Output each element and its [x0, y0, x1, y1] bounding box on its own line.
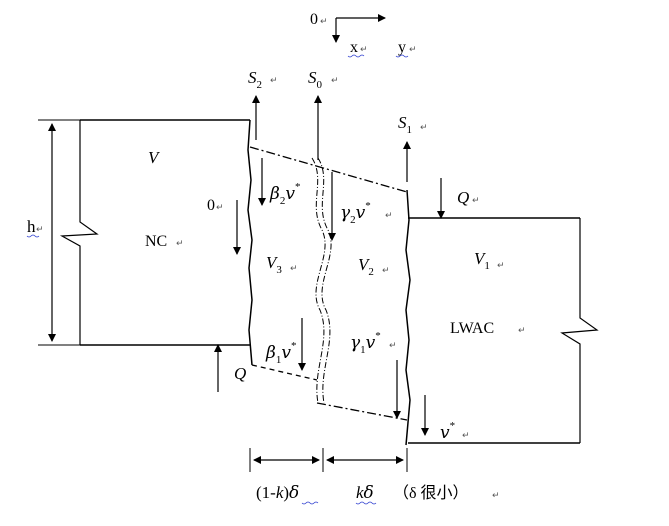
svg-text:↵: ↵	[270, 76, 278, 86]
right-shear-label: V1	[474, 249, 490, 272]
svg-text:↵: ↵	[497, 261, 505, 271]
gamma1-v-label: γ1v*	[350, 330, 381, 356]
width-dimensions: (1-k)δ kδ （δ 很小） ↵	[249, 448, 500, 505]
vstar-bottom-label: v*	[440, 420, 455, 443]
s1-label: S1	[398, 113, 412, 136]
svg-text:↵: ↵	[385, 211, 393, 221]
coordinate-axes: 0 ↵ x ↵ y ↵	[310, 11, 417, 58]
delta-small-note: （δ 很小）	[393, 484, 469, 502]
nc-rough-interface	[247, 119, 253, 366]
lwac-rough-interface	[405, 189, 411, 446]
beta1-v-label: β1v*	[265, 340, 296, 366]
q-left-label: Q	[234, 364, 246, 383]
dim-right-label: kδ	[356, 483, 374, 503]
v2-label: V2	[358, 255, 374, 278]
svg-text:↵: ↵	[409, 45, 417, 55]
v3-label: V3	[266, 253, 282, 276]
svg-text:↵: ↵	[462, 431, 470, 441]
svg-text:↵: ↵	[320, 17, 328, 27]
right-lwac-block: V1 ↵ LWAC ↵ Q ↵ v* ↵	[405, 178, 599, 446]
svg-text:↵: ↵	[518, 326, 526, 336]
dim-left-label: (1-k)δ	[256, 483, 299, 503]
lwac-material-label: LWAC	[450, 320, 494, 337]
svg-text:↵: ↵	[389, 341, 397, 351]
beta2-v-label: β2v*	[269, 181, 300, 207]
svg-text:↵: ↵	[360, 45, 368, 55]
svg-text:↵: ↵	[216, 203, 224, 213]
svg-text:↵: ↵	[492, 491, 500, 501]
svg-text:↵: ↵	[382, 266, 390, 276]
left-zero-label: 0	[207, 197, 215, 214]
svg-text:↵: ↵	[36, 225, 44, 235]
shear-plane-left	[311, 157, 326, 404]
left-nc-block: V NC ↵ 0 ↵	[59, 119, 253, 366]
q-right-label: Q	[457, 188, 469, 207]
svg-text:↵: ↵	[472, 196, 480, 206]
top-boundary-dashdot	[249, 146, 408, 193]
svg-text:↵: ↵	[331, 76, 339, 86]
svg-text:↵: ↵	[290, 264, 298, 274]
origin-label: 0	[310, 11, 318, 28]
interface-region: V3 ↵ V2 ↵ β2v* γ2v* ↵ β1v* γ1v* ↵ Q	[214, 146, 408, 421]
bottom-right-dashdot	[316, 402, 408, 421]
svg-text:↵: ↵	[176, 239, 184, 249]
shear-forces: S2 ↵ S0 ↵ S1 ↵	[248, 68, 428, 182]
shear-plane-right	[317, 157, 332, 404]
s0-label: S0	[308, 68, 323, 91]
svg-text:↵: ↵	[420, 123, 428, 133]
s2-label: S2	[248, 68, 262, 91]
gamma2-v-label: γ2v*	[340, 200, 371, 226]
break-line-left	[59, 120, 99, 345]
bottom-left-dashed	[251, 364, 318, 381]
height-dimension: h ↵	[26, 119, 80, 346]
y-axis-label: y	[398, 39, 406, 56]
height-label: h	[27, 217, 36, 236]
break-line-right	[560, 218, 599, 443]
x-axis-label: x	[350, 39, 358, 56]
left-shear-label: V	[148, 148, 161, 167]
nc-material-label: NC	[145, 233, 167, 250]
